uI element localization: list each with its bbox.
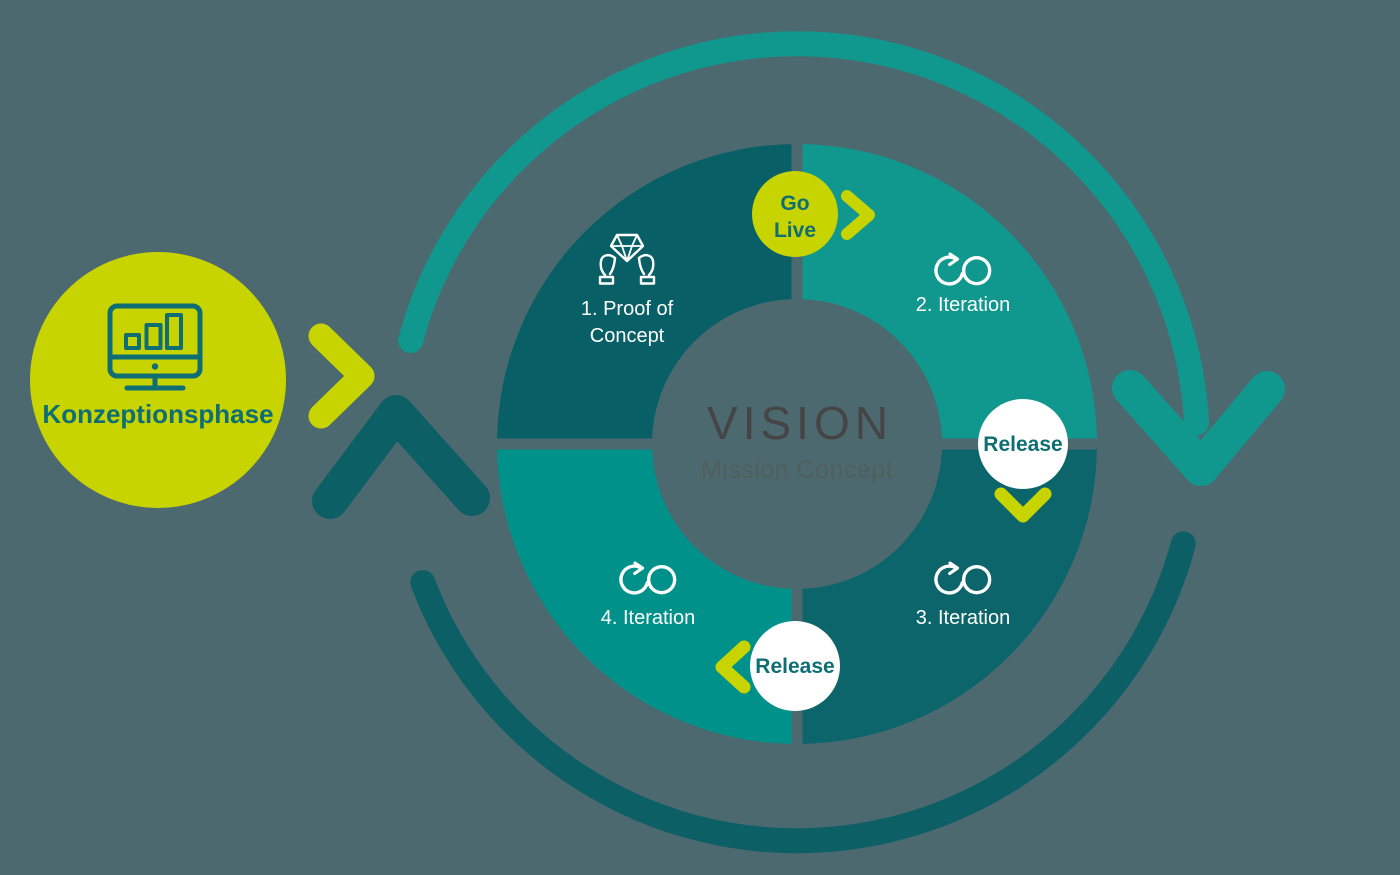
go-live-label-line1: Go <box>780 192 809 215</box>
chevron-down-icon <box>994 487 1052 523</box>
chevron-left-icon <box>715 640 751 694</box>
release-right-badge: Release <box>978 399 1068 489</box>
concept-phase-circle <box>30 252 286 508</box>
arrow-up-icon <box>312 395 490 519</box>
mission-concept-subtitle: Mission Concept <box>701 456 893 484</box>
release-bottom-badge: Release <box>750 621 840 711</box>
release-right-circle <box>978 399 1068 489</box>
concept-phase-label: Konzeptionsphase <box>42 399 273 429</box>
go-live-badge: Go Live <box>752 171 838 257</box>
quadrant-1-label-line1: 1. Proof of <box>581 298 674 320</box>
release-bottom-circle <box>750 621 840 711</box>
concept-phase-node: Konzeptionsphase <box>30 252 286 508</box>
quadrant-4-label: 4. Iteration <box>601 607 696 629</box>
chevron-right-icon <box>308 323 375 429</box>
go-live-label-line2: Live <box>774 219 816 242</box>
quadrant-1-label-line2: Concept <box>590 325 665 347</box>
arrow-down-icon <box>1112 370 1285 486</box>
monitor-bar-chart-icon <box>107 303 203 391</box>
vision-title: VISION <box>707 397 893 449</box>
chevron-right-icon <box>841 190 875 240</box>
quadrant-gap-vertical <box>791 138 803 750</box>
release-right-label: Release <box>983 433 1062 456</box>
outer-cycle-arc-top <box>398 31 1209 436</box>
release-bottom-label: Release <box>755 655 834 678</box>
outer-cycle-arc-bottom <box>410 531 1196 854</box>
quadrant-2-label: 2. Iteration <box>916 294 1011 316</box>
quadrant-1-proof-of-concept <box>497 144 797 444</box>
quadrant-3-label: 3. Iteration <box>916 607 1011 629</box>
go-live-circle <box>752 171 838 257</box>
